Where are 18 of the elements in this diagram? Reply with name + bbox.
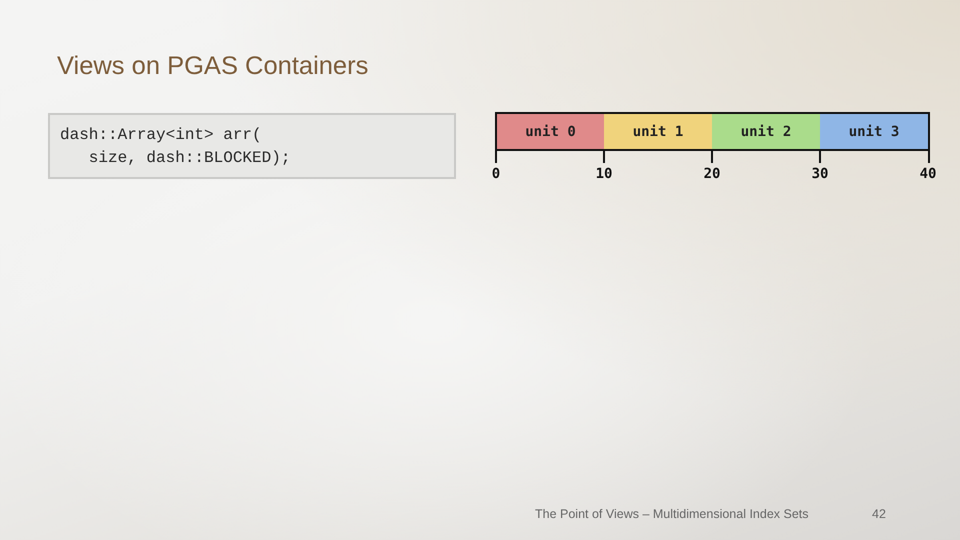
array-segment: [495, 112, 606, 151]
tick-label: 10: [596, 166, 612, 182]
array-segment: [604, 112, 714, 151]
tick-label: 30: [812, 166, 828, 182]
code-text: dash::Array<int> arr( size, dash::BLOCKED);: [60, 125, 292, 169]
tick-label: 0: [492, 166, 500, 182]
code-block: [48, 113, 456, 179]
segment-label: unit 3: [848, 124, 900, 140]
footer-text: The Point of Views – Multidimensional Index Sets: [535, 507, 809, 521]
segment-label: unit 2: [740, 124, 792, 140]
slide-title: Views on PGAS Containers: [57, 52, 368, 81]
segment-label: unit 0: [525, 124, 576, 140]
array-segment: [712, 112, 822, 151]
page-number: 42: [872, 507, 886, 521]
array-segment: [820, 112, 930, 151]
segment-label: unit 1: [632, 124, 684, 140]
tick-label: 40: [920, 166, 936, 182]
tick-label: 20: [704, 166, 720, 182]
